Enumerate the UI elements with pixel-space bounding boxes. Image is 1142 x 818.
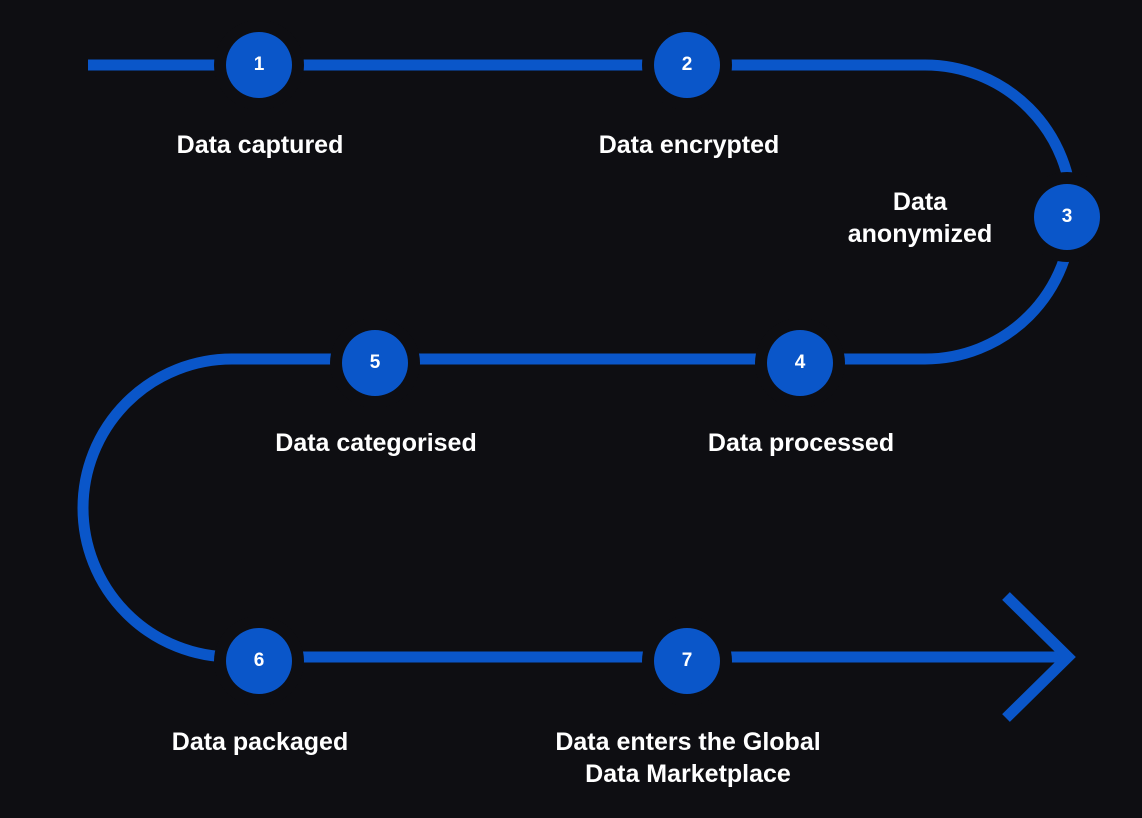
step-3-label-line1: Data (892, 188, 948, 216)
step-1-number: 1 (253, 54, 265, 75)
step-1-label: Data captured (176, 131, 344, 159)
flow-line (77, 59, 1078, 663)
step-7-node: 7 (654, 628, 720, 694)
step-6-node: 6 (226, 628, 292, 694)
step-4-node: 4 (767, 330, 833, 396)
step-7-label-line1: Data enters the Global (555, 728, 821, 756)
step-6-label: Data packaged (171, 728, 349, 756)
step-5-label: Data categorised (275, 429, 477, 457)
step-7-label: Data enters the Global Data Marketplace (555, 726, 820, 790)
step-7-label-line2: Data Marketplace (585, 760, 791, 788)
step-2-label: Data encrypted (598, 131, 780, 159)
arrow-right-icon (1002, 592, 1076, 722)
step-4-number: 4 (794, 352, 806, 373)
step-3-label-line2: anonymized (847, 220, 993, 248)
step-2-number: 2 (681, 54, 693, 75)
step-2-node: 2 (654, 32, 720, 98)
step-1-node: 1 (226, 32, 292, 98)
step-7-number: 7 (681, 650, 693, 671)
step-3-node: 3 (1034, 184, 1100, 250)
step-5-number: 5 (369, 352, 381, 373)
step-6-number: 6 (253, 650, 265, 671)
step-3-label: Data anonymized (848, 186, 992, 250)
step-4-label: Data processed (707, 429, 895, 457)
step-5-node: 5 (342, 330, 408, 396)
step-3-number: 3 (1061, 206, 1073, 227)
